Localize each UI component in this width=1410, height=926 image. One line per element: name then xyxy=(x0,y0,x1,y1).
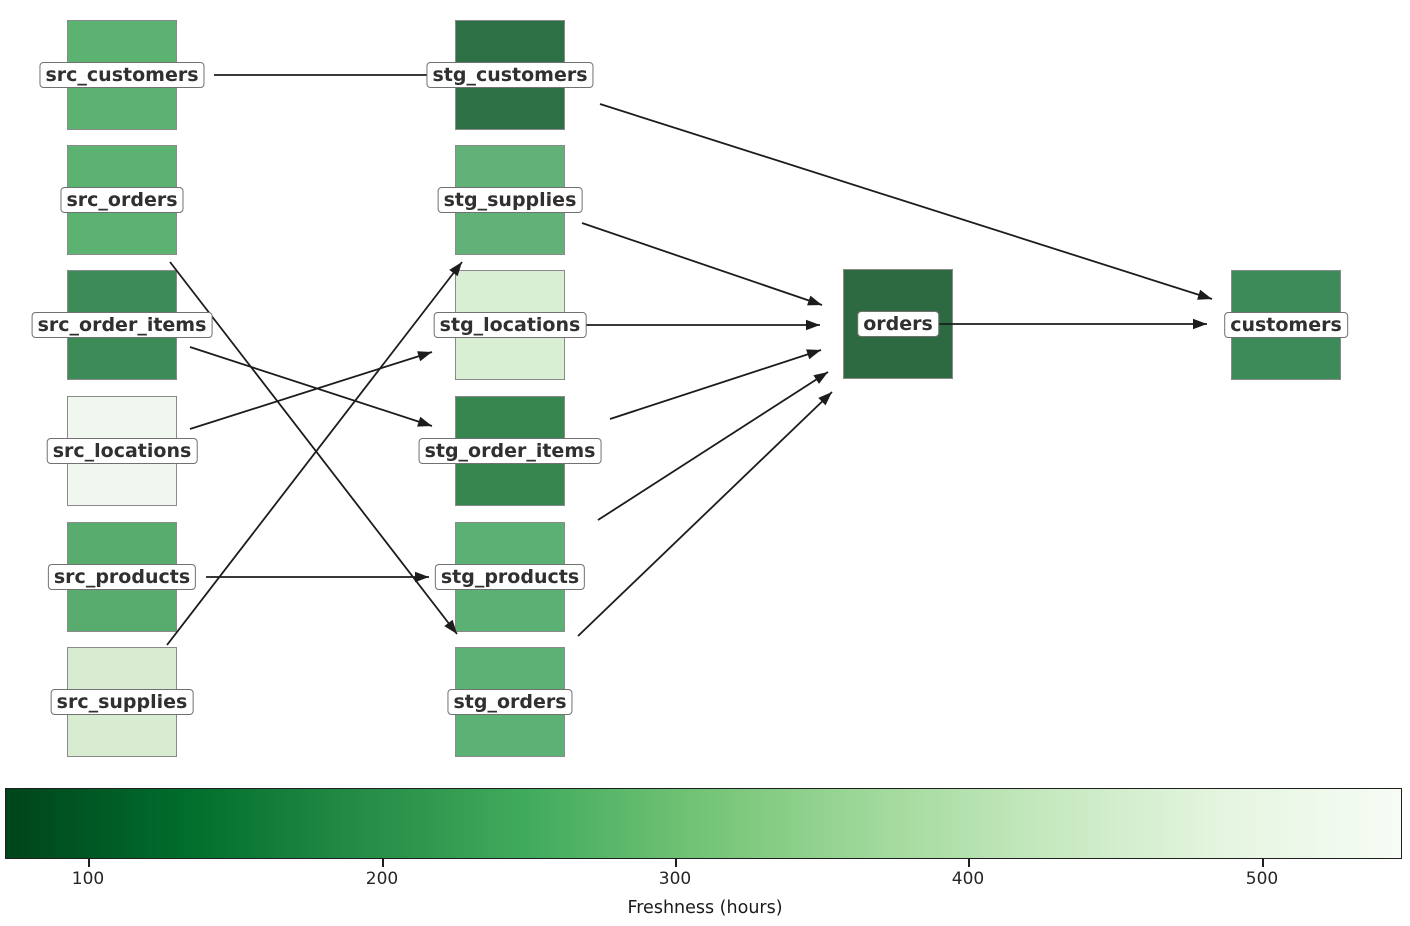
arrowhead-icon xyxy=(806,319,820,331)
edge-stg_customers-to-customers xyxy=(599,103,1213,300)
node-label-src_order_items: src_order_items xyxy=(31,312,213,338)
node-label-src_orders: src_orders xyxy=(60,187,184,213)
edge-stg_orders-to-orders xyxy=(577,391,833,637)
arrowhead-icon xyxy=(449,262,462,277)
edge-stg_locations-to-orders xyxy=(570,319,820,331)
arrowhead-icon xyxy=(415,571,429,583)
edge-stg_order_items-to-orders xyxy=(609,349,822,420)
colorbar-axis-label: Freshness (hours) xyxy=(627,898,783,918)
colorbar-gradient xyxy=(5,788,1402,859)
colorbar-tick xyxy=(968,859,970,867)
node-label-stg_locations: stg_locations xyxy=(433,312,587,338)
arrowhead-icon xyxy=(813,372,828,384)
colorbar-tick-label: 500 xyxy=(1245,869,1279,889)
node-label-stg_orders: stg_orders xyxy=(447,689,573,715)
edge-src_locations-to-stg_locations xyxy=(189,351,433,430)
node-label-src_supplies: src_supplies xyxy=(50,689,194,715)
arrowhead-icon xyxy=(417,416,432,427)
arrowhead-icon xyxy=(818,392,832,406)
arrowhead-icon xyxy=(1193,318,1207,330)
arrowhead-icon xyxy=(806,349,821,360)
edge-src_products-to-stg_products xyxy=(206,571,429,583)
colorbar-tick xyxy=(1262,859,1264,867)
node-label-src_customers: src_customers xyxy=(39,62,205,88)
colorbar-tick-label: 300 xyxy=(658,869,692,889)
colorbar-tick-label: 400 xyxy=(951,869,985,889)
node-label-stg_supplies: stg_supplies xyxy=(437,187,583,213)
node-label-stg_order_items: stg_order_items xyxy=(418,438,602,464)
colorbar-tick xyxy=(382,859,384,867)
node-label-stg_products: stg_products xyxy=(434,564,586,590)
edge-src_order_items-to-stg_order_items xyxy=(189,346,433,427)
node-label-src_products: src_products xyxy=(47,564,197,590)
edge-orders-to-customers xyxy=(934,318,1207,330)
colorbar-tick xyxy=(675,859,677,867)
node-label-customers: customers xyxy=(1224,312,1348,338)
arrowhead-icon xyxy=(444,619,457,634)
edge-src_orders-to-stg_orders xyxy=(169,261,458,635)
edge-src_supplies-to-stg_supplies xyxy=(166,261,463,646)
edge-stg_products-to-orders xyxy=(597,371,829,521)
node-label-src_locations: src_locations xyxy=(46,438,198,464)
node-label-orders: orders xyxy=(857,311,939,337)
colorbar-tick xyxy=(88,859,90,867)
colorbar-tick-label: 100 xyxy=(71,869,105,889)
colorbar-tick-label: 200 xyxy=(365,869,399,889)
arrowhead-icon xyxy=(807,295,822,306)
node-label-stg_customers: stg_customers xyxy=(426,62,594,88)
edge-stg_supplies-to-orders xyxy=(581,222,823,306)
arrowhead-icon xyxy=(417,351,432,362)
arrowhead-icon xyxy=(1197,289,1212,300)
